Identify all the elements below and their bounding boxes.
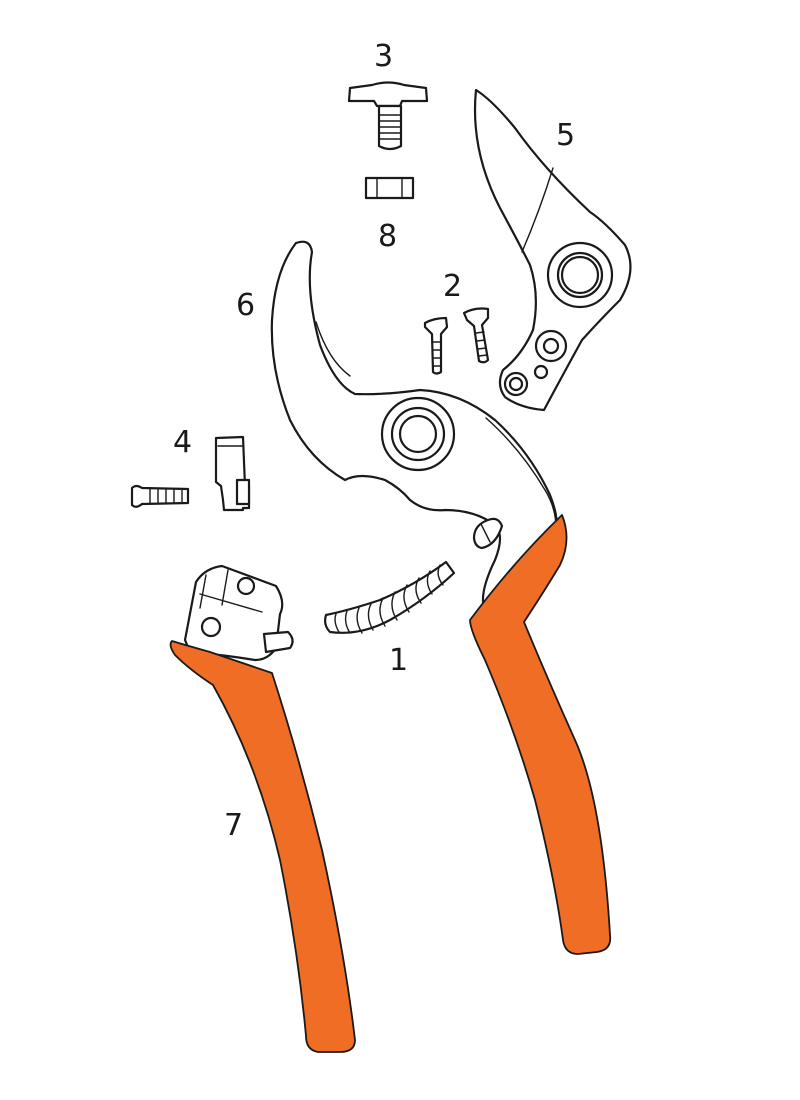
screws	[423, 307, 490, 375]
label-part-8: 8	[378, 219, 398, 254]
label-part-7: 7	[224, 808, 244, 843]
latch	[130, 435, 251, 512]
upper-blade	[473, 88, 632, 412]
pivot-bolt	[347, 81, 429, 151]
label-part-1: 1	[389, 643, 409, 678]
label-part-4: 4	[173, 425, 193, 460]
spring	[324, 560, 456, 634]
label-part-6: 6	[236, 288, 256, 323]
label-part-5: 5	[556, 118, 576, 153]
lower-blade-anvil	[270, 240, 558, 612]
nut	[364, 176, 415, 200]
label-part-2: 2	[443, 269, 463, 304]
left-handle	[169, 564, 356, 1053]
right-handle	[469, 514, 612, 955]
label-part-3: 3	[374, 39, 394, 74]
